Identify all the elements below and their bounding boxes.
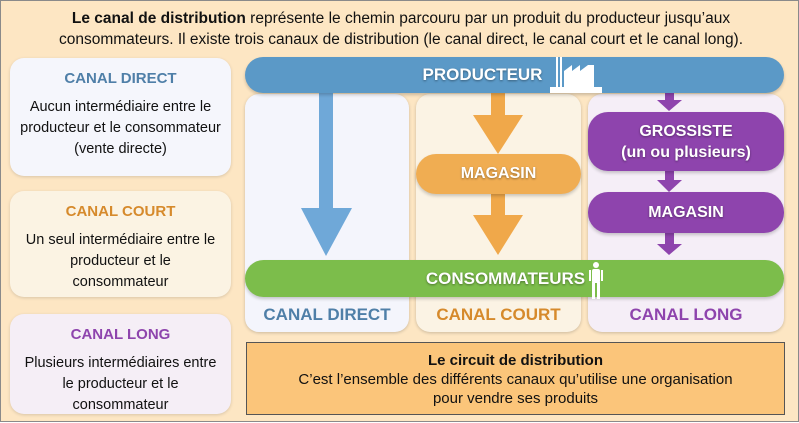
court-store-box: MAGASIN <box>416 154 581 194</box>
definition-title: CANAL COURT <box>65 203 176 220</box>
long-store-label: MAGASIN <box>648 203 724 221</box>
intro-bold: Le canal de distribution <box>71 10 246 27</box>
circuit-box: Le circuit de distribution C’est l’ensem… <box>246 342 785 415</box>
factory-icon <box>550 57 603 93</box>
circuit-text: C’est l’ensemble des différents canaux q… <box>298 371 733 407</box>
wholesaler-label: GROSSISTE <box>639 122 733 140</box>
court-store-label: MAGASIN <box>460 165 537 182</box>
definition-court: CANAL COURT Un seul intermédiaire entre … <box>10 191 231 297</box>
producer-bar: PRODUCTEUR <box>245 57 784 93</box>
wholesaler-box: GROSSISTE (un ou plusieurs) <box>588 112 784 171</box>
consumers-bar: CONSOMMATEURS <box>245 260 784 299</box>
column-label-direct: CANAL DIRECT <box>263 305 391 324</box>
definition-text: Aucun intermédiaire entre le producteur … <box>20 99 221 157</box>
arrow-court-icon <box>473 91 523 255</box>
definition-text: Un seul intermédiaire entre le producteu… <box>25 232 216 290</box>
definition-title: CANAL LONG <box>70 326 171 343</box>
person-icon <box>589 261 604 299</box>
definition-direct: CANAL DIRECT Aucun intermédiaire entre l… <box>10 58 231 176</box>
circuit-title: Le circuit de distribution <box>427 352 603 369</box>
definition-title: CANAL DIRECT <box>64 70 177 87</box>
arrow-direct-icon <box>301 91 352 256</box>
column-label-court: CANAL COURT <box>436 305 561 324</box>
arrow-long-icon <box>657 91 682 255</box>
definition-long: CANAL LONG Plusieurs intermédiaires entr… <box>10 314 231 414</box>
producer-label: PRODUCTEUR <box>422 65 543 84</box>
intro-body: représente le chemin parcouru par un pro… <box>58 10 744 48</box>
wholesaler-sublabel: (un ou plusieurs) <box>621 143 751 161</box>
definition-text: Plusieurs intermédiaires entre le produc… <box>24 355 217 413</box>
consumers-label: CONSOMMATEURS <box>425 268 586 288</box>
intro-text: Le canal de distribution représente le c… <box>21 8 781 50</box>
column-label-long: CANAL LONG <box>629 305 743 324</box>
long-store-box: MAGASIN <box>588 192 784 233</box>
